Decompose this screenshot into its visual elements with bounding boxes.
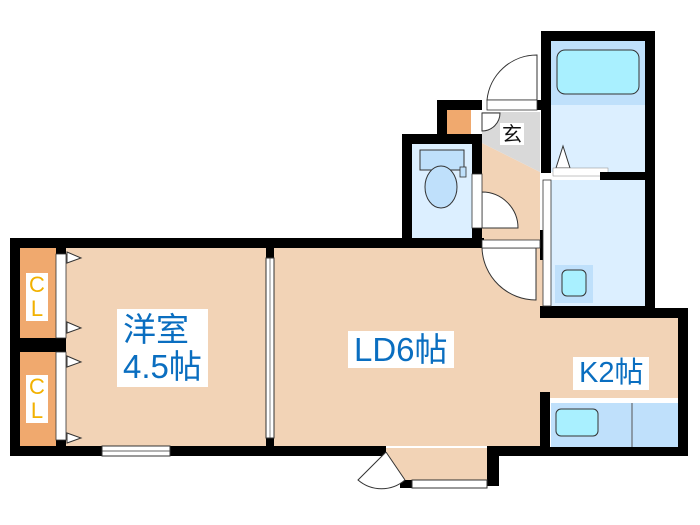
sink-icon xyxy=(555,408,599,437)
closet-label-bottom: C L xyxy=(26,375,48,423)
window-bay xyxy=(411,479,488,489)
balcony-door xyxy=(357,451,406,490)
toilet-paper-holder xyxy=(459,166,467,178)
ld-door xyxy=(481,247,537,301)
toilet-door xyxy=(481,191,519,229)
bathtub-icon xyxy=(556,49,640,95)
entrance-label: 玄 xyxy=(500,122,524,146)
washing-machine-icon xyxy=(561,269,587,297)
closet-door-top xyxy=(55,253,67,339)
walls xyxy=(10,31,688,488)
vanity-shelf xyxy=(552,167,609,177)
front-door xyxy=(486,54,538,101)
western-room-name: 洋室 xyxy=(123,311,189,348)
closet-label-bottom-l: L xyxy=(30,398,44,423)
western-room-label: 洋室 4.5帖 xyxy=(117,309,208,387)
washroom-sliding-door xyxy=(542,179,552,307)
closet-label-bottom-c: C xyxy=(29,374,45,399)
cabinet-door xyxy=(481,112,501,132)
closet-door-bottom xyxy=(55,351,67,441)
closet-label-top-c: C xyxy=(29,272,45,297)
shoe-cabinet xyxy=(447,110,471,134)
kitchen-label: K2帖 xyxy=(573,357,650,390)
bay-floor xyxy=(386,448,494,480)
western-room-size: 4.5帖 xyxy=(123,348,202,385)
closet-label-top: C L xyxy=(26,273,48,321)
ld-room-label: LD6帖 xyxy=(348,331,454,368)
closet-door-arrows xyxy=(66,251,83,444)
toilet-bowl-icon xyxy=(424,165,458,209)
closet-label-top-l: L xyxy=(30,296,44,321)
